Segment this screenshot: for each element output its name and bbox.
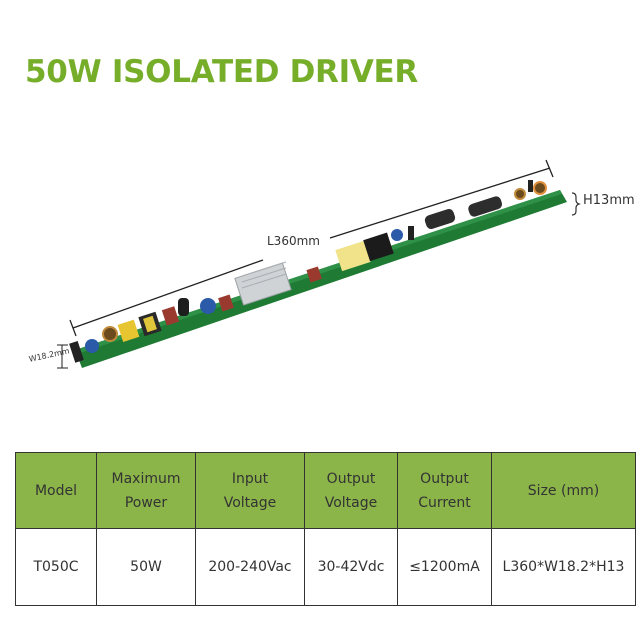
cell-output-voltage: 30-42Vdc [304, 528, 398, 606]
cell-maximum-power: 50W [96, 528, 196, 606]
header-size: Size (mm) [491, 452, 636, 529]
cell-input-voltage: 200-240Vac [195, 528, 305, 606]
header-model: Model [15, 452, 97, 529]
cell-model: T050C [15, 528, 97, 606]
cell-output-current: ≤1200mA [397, 528, 492, 606]
table-row: T050C 50W 200-240Vac 30-42Vdc ≤1200mA L3… [15, 528, 636, 606]
page-title: 50W ISOLATED DRIVER [25, 54, 419, 90]
cell-size: L360*W18.2*H13 [491, 528, 636, 606]
height-dimension-label: H13mm [583, 193, 635, 208]
pcb-board-illustration [57, 159, 581, 369]
product-image: L360mm H13mm W18.2mm [0, 150, 640, 390]
length-dimension-label: L360mm [267, 234, 320, 248]
